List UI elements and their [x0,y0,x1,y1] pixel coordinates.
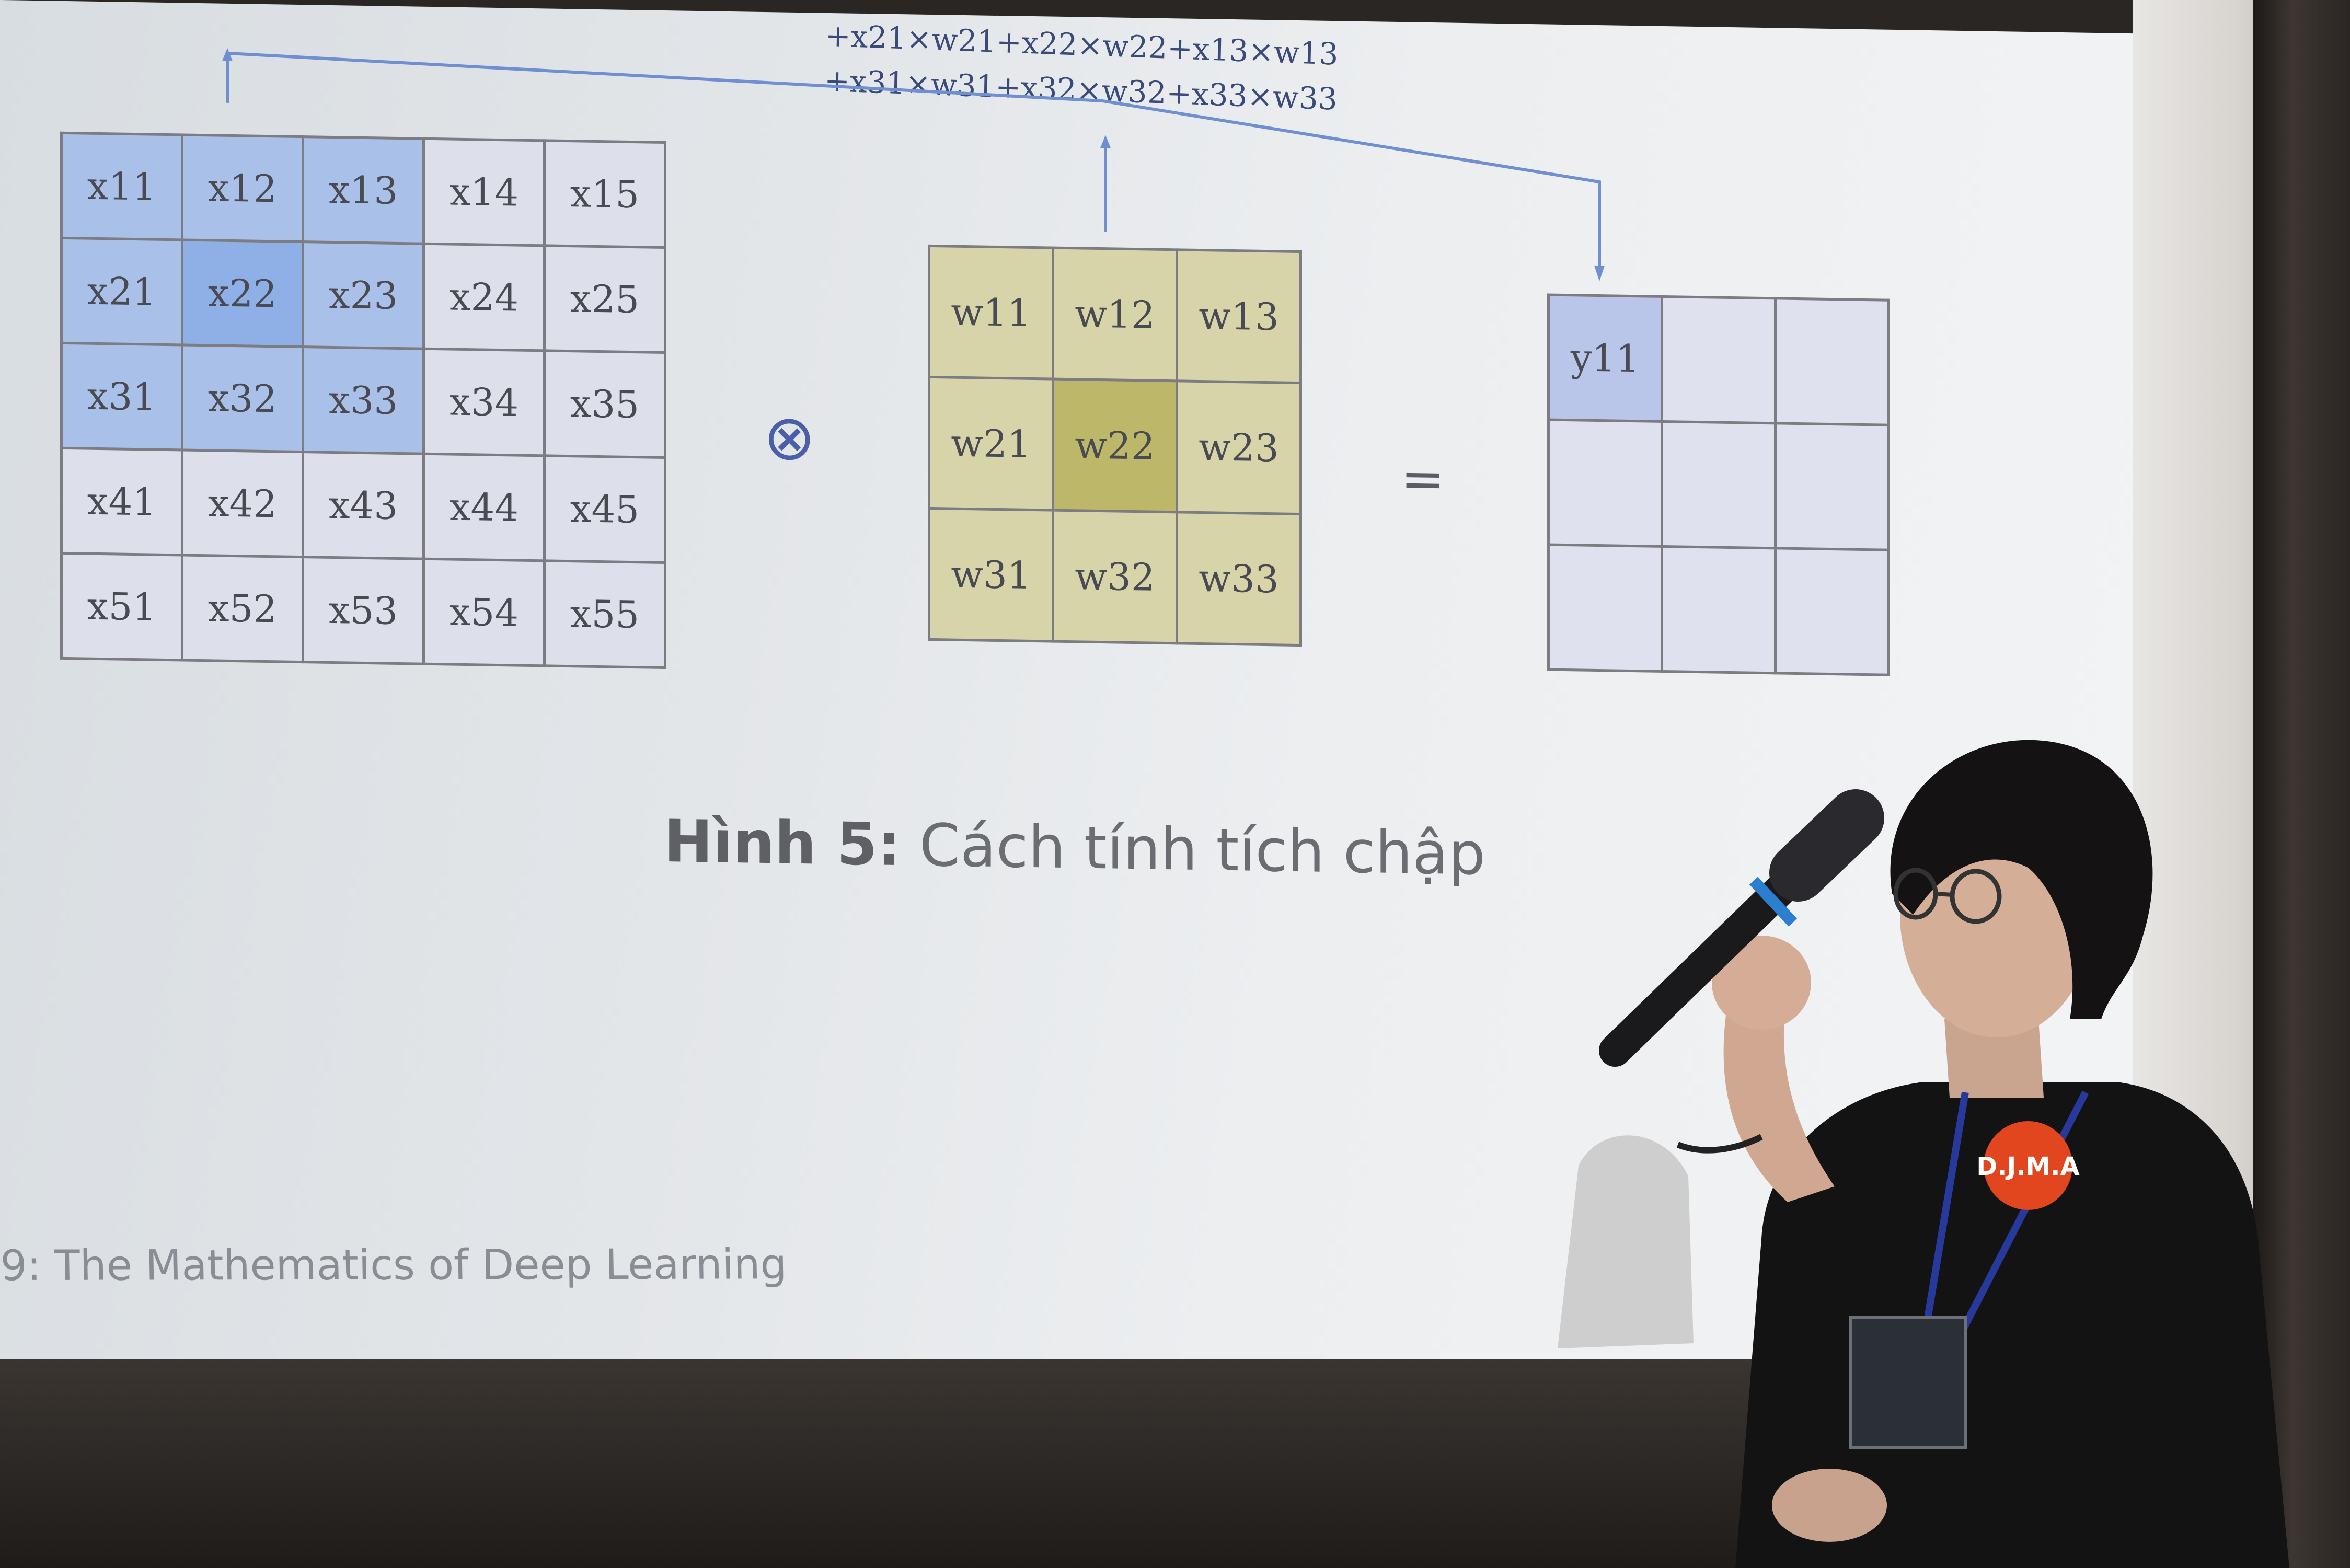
matrix-cell: x25 [544,245,665,353]
figure-caption: Hình 5: Cách tính tích chập [664,808,1485,889]
matrix-cell [1775,423,1889,550]
matrix-cell: w33 [1177,512,1301,645]
shirt-logo-icon [1984,1121,2072,1210]
matrix-cell: x44 [423,454,545,561]
shirt-logo-text: D.J.M.A [1976,1152,2079,1181]
matrix-cell: x31 [61,343,182,450]
speaker-hair [1890,740,2153,1019]
matrix-cell: x51 [61,553,182,660]
arrow-head-input [222,48,233,61]
matrix-cell: x12 [182,134,303,242]
matrix-cell: w31 [929,508,1053,642]
matrix-cell: x43 [303,452,424,559]
room-wall [2253,0,2350,1568]
matrix-cell: w22 [1053,379,1177,512]
arrow-to-output [226,51,1601,271]
table-row: x51 x52 x53 x54 x55 [61,553,665,668]
matrix-cell: w12 [1053,248,1177,381]
table-row: w31 w32 w33 [929,508,1301,645]
matrix-cell: x33 [303,347,424,454]
matrix-cell: x54 [423,559,545,666]
kernel-matrix: w11 w12 w13 w21 w22 w23 w31 w32 w33 [928,245,1302,647]
speaker-figure: D.J.M.A [1558,740,2289,1568]
caption-text: Cách tính tích chập [919,811,1486,889]
matrix-cell: x24 [423,244,545,351]
speaker-arm [1723,988,1835,1202]
matrix-cell: x32 [182,344,303,452]
matrix-cell: w32 [1053,510,1177,643]
convolve-operator: ⊗ [763,401,816,475]
glasses-icon [1893,868,2002,924]
table-row: x21 x22 x23 x24 x25 [61,238,665,353]
microphone-icon [1599,789,1884,1067]
id-badge [1849,1316,1967,1449]
matrix-cell [1662,421,1776,548]
matrix-cell: w21 [929,377,1053,511]
matrix-cell: x34 [423,349,545,456]
projected-slide: +x21×w21+x22×w22+x13×w13 +x31×w31+x32×w3… [0,0,2180,1425]
matrix-cell [1548,420,1662,547]
input-matrix: x11 x12 x13 x14 x15 x21 x22 x23 x24 x25 … [60,132,666,669]
table-row [1548,420,1889,550]
matrix-cell [1662,296,1776,423]
matrix-cell: x45 [544,455,665,563]
table-row: x31 x32 x33 x34 x35 [61,343,665,458]
speaker-lower-hand [1772,1469,1887,1542]
table-row: w11 w12 w13 [929,246,1301,383]
matrix-cell: x42 [182,449,303,557]
matrix-cell: x15 [544,140,665,248]
table-row: w21 w22 w23 [929,377,1301,514]
matrix-cell: x55 [544,560,665,668]
matrix-cell: x41 [61,448,182,555]
matrix-cell: x35 [544,350,665,458]
matrix-cell: w13 [1177,249,1301,383]
matrix-cell: x22 [182,239,303,347]
output-matrix: y11 [1547,293,1890,676]
equals-operator: = [1401,448,1445,510]
matrix-cell: w23 [1177,381,1301,514]
table-row: y11 [1548,295,1889,425]
matrix-cell: x14 [423,139,545,246]
bracelet [1676,1134,1763,1154]
matrix-cell: w11 [929,246,1053,379]
matrix-cell: x13 [303,136,424,244]
matrix-cell [1775,298,1889,425]
slide-footer: 9: The Mathematics of Deep Learning [0,1240,787,1290]
connector-arrows [222,48,1605,282]
matrix-cell: x52 [182,555,303,662]
matrix-cell: x53 [303,557,424,664]
table-row: x11 x12 x13 x14 x15 [61,133,665,248]
speaker-shadow [1558,1135,1694,1348]
matrix-cell: x11 [61,133,182,240]
matrix-cell: y11 [1548,295,1662,422]
speaker-neck [1944,1019,2044,1098]
matrix-cell: x21 [61,238,182,345]
caption-label: Hình 5: [664,807,901,880]
matrix-cell: x23 [303,241,424,349]
arrow-head-output [1594,265,1605,282]
speaker-hand [1712,936,1811,1030]
arrow-head-kernel [1100,135,1111,148]
table-row: x41 x42 x43 x44 x45 [61,448,665,563]
